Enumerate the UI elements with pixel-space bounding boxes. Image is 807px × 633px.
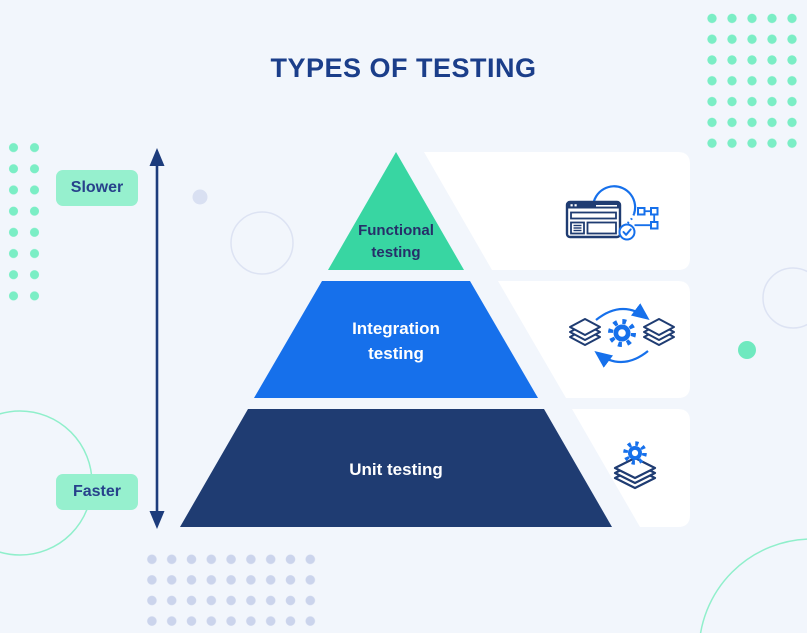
decor-dot-lavender [192, 189, 208, 205]
pyramid-level-unit-label: Unit testing [349, 460, 443, 479]
gear-on-layers-icon [613, 441, 657, 490]
browser-check-workflow-icon [565, 185, 659, 241]
decor-circle-lavender [230, 211, 294, 275]
decor-circle-green-bottom-right [699, 538, 807, 633]
faster-label: Faster [56, 474, 138, 510]
gear-icon [608, 319, 636, 347]
pyramid-level-functional-label: Functional testing [358, 222, 434, 261]
pyramid-level-functional-shape [328, 152, 464, 270]
layers-sync-gear-icon [569, 303, 675, 368]
pyramid-level-unit-shape [180, 409, 612, 527]
pyramid-level-integration-label: Integration testing [352, 319, 440, 363]
decor-circle-lavender-right [762, 267, 807, 329]
slower-label: Slower [56, 170, 138, 206]
gear-icon [623, 441, 647, 465]
pyramid-level-integration-shape [254, 281, 538, 398]
page-title: TYPES OF TESTING [270, 53, 537, 83]
card-functional [424, 152, 690, 270]
speed-arrow [149, 148, 165, 529]
decor-dot-green [738, 341, 756, 359]
